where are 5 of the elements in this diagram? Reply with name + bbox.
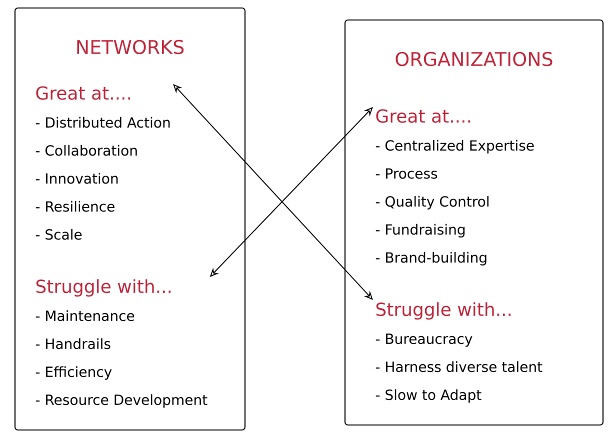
text-list: Struggle with... - Maintenance - Handrails - Efficiency - Resource Development	[36, 279, 208, 408]
text-list: Great at.... - Distributed Action - Collaboration - Innovation - Resilience - Scale	[36, 86, 170, 240]
arrow	[173, 84, 373, 300]
text-list: Great at.... - Centralized Expertise - Process - Quality Control - Fundraising - Brand-building	[376, 109, 534, 266]
text-list: Struggle with... - Bureaucracy - Harness diverse talent - Slow to Adapt	[376, 302, 542, 403]
